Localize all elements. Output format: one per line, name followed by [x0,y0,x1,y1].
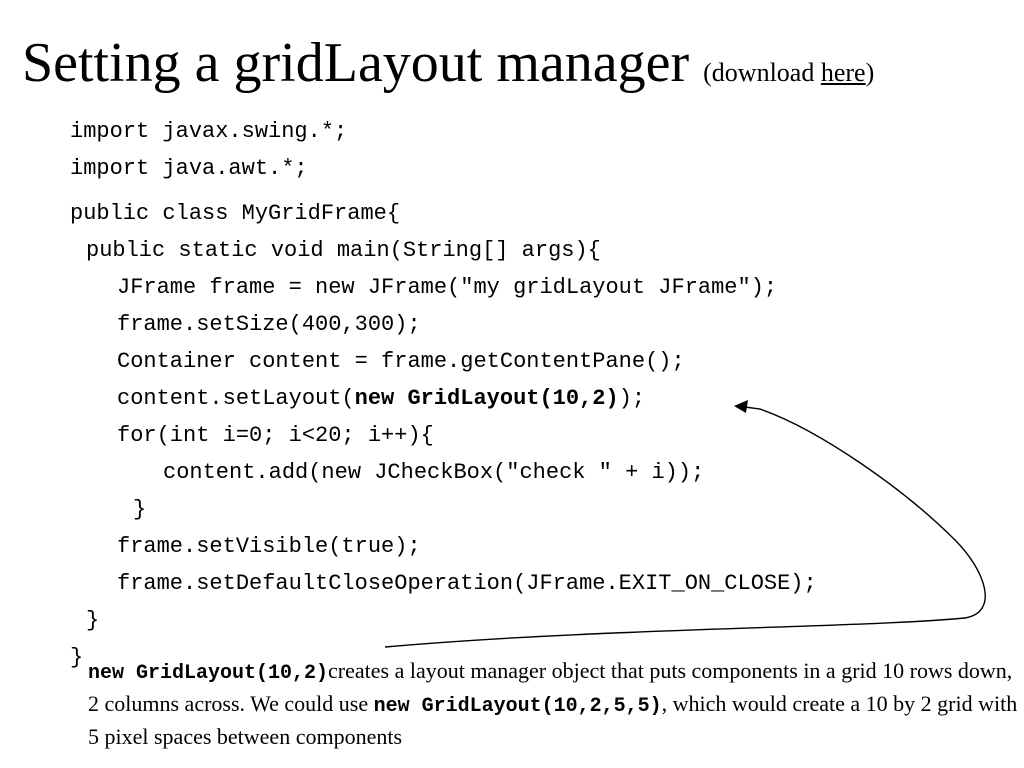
code-line-5: JFrame frame = new JFrame("my gridLayout… [117,275,778,300]
explanation-text: new GridLayout(10,2)creates a layout man… [88,656,1018,752]
code-line-13: frame.setDefaultCloseOperation(JFrame.EX… [117,571,817,596]
code-line-10: content.add(new JCheckBox("check " + i))… [163,460,705,485]
code-line-3: public class MyGridFrame{ [70,201,401,226]
explanation-text-1: creates a layout manager object that put… [88,658,1013,716]
code-line-8-bold: new GridLayout(10,2) [354,386,619,411]
title-open-paren: (download [703,58,821,87]
explanation-code-1: new GridLayout(10,2) [88,662,329,685]
code-line-1: import javax.swing.*; [70,119,348,144]
title-close-paren: ) [865,58,875,87]
code-line-12: frame.setVisible(true); [117,534,421,559]
slide-title: Setting a gridLayout manager (download h… [22,28,874,108]
code-line-8: content.setLayout(new GridLayout(10,2)); [117,386,645,412]
title-main: Setting a gridLayout manager [22,32,690,94]
download-here-link[interactable]: here [820,58,866,87]
code-line-6: frame.setSize(400,300); [117,312,421,337]
code-line-8-post: ); [618,386,646,411]
code-line-2: import java.awt.*; [70,156,308,181]
code-line-14: } [86,608,100,633]
code-line-7: Container content = frame.getContentPane… [117,349,685,374]
code-line-9: for(int i=0; i<20; i++){ [117,423,434,448]
callout-arrow-head [734,400,748,413]
title-subtitle: (download here) [703,58,874,87]
callout-arrow-line [384,406,986,648]
explanation-code-2: new GridLayout(10,2,5,5) [373,695,662,718]
code-line-8-pre: content.setLayout( [117,386,355,411]
code-line-4: public static void main(String[] args){ [86,238,601,263]
code-line-15: } [70,645,84,670]
explanation-text-2: , which would create a 10 by 2 grid with… [88,691,1018,749]
code-line-11: } [133,497,147,522]
